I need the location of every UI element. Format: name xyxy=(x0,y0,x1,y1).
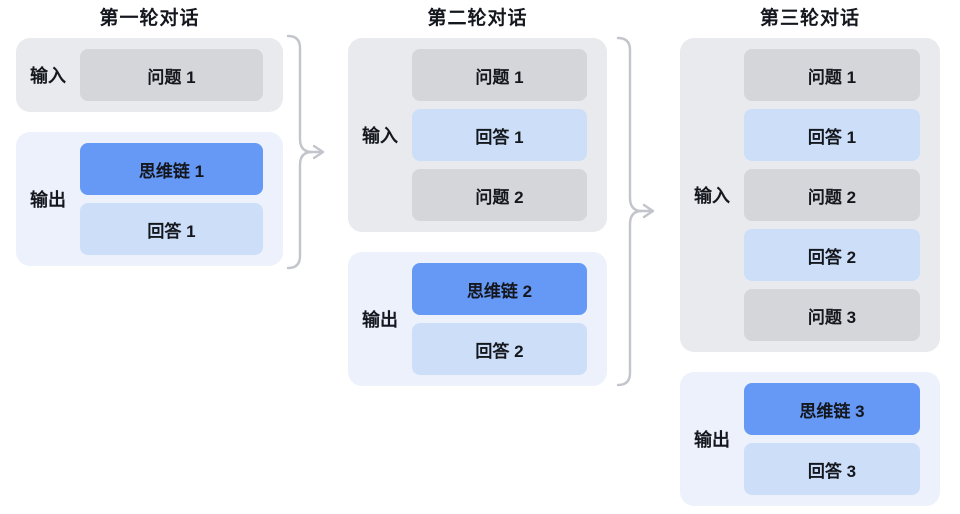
round-1-output-boxes: 思维链 1 回答 1 xyxy=(80,143,263,255)
round-2-column: 第二轮对话 输入 问题 1 回答 1 问题 2 输出 思维链 2 回答 2 xyxy=(348,8,607,386)
round-3-input-boxes: 问题 1 回答 1 问题 2 回答 2 问题 3 xyxy=(744,49,920,341)
round-3-output-panel: 输出 思维链 3 回答 3 xyxy=(680,372,940,506)
round-3-column: 第三轮对话 输入 问题 1 回答 1 问题 2 回答 2 问题 3 输出 思维链… xyxy=(680,8,940,506)
round-2-input-panel: 输入 问题 1 回答 1 问题 2 xyxy=(348,38,607,232)
answer-box: 回答 1 xyxy=(744,109,920,161)
round-1-input-boxes: 问题 1 xyxy=(80,49,263,101)
answer-box: 回答 3 xyxy=(744,443,920,495)
round-2-input-boxes: 问题 1 回答 1 问题 2 xyxy=(412,49,587,221)
round-1-input-panel: 输入 问题 1 xyxy=(16,38,283,112)
question-box: 问题 3 xyxy=(744,289,920,341)
round-1-column: 第一轮对话 输入 问题 1 输出 思维链 1 回答 1 xyxy=(16,8,283,266)
question-box: 问题 1 xyxy=(744,49,920,101)
round-2-output-boxes: 思维链 2 回答 2 xyxy=(412,263,587,375)
question-box: 问题 1 xyxy=(80,49,263,101)
question-box: 问题 1 xyxy=(412,49,587,101)
chain-of-thought-box: 思维链 1 xyxy=(80,143,263,195)
round-2-output-panel: 输出 思维链 2 回答 2 xyxy=(348,252,607,386)
output-label: 输出 xyxy=(30,190,66,210)
round-1-title: 第一轮对话 xyxy=(99,8,200,29)
answer-box: 回答 2 xyxy=(744,229,920,281)
round-3-output-boxes: 思维链 3 回答 3 xyxy=(744,383,920,495)
input-label: 输入 xyxy=(694,186,730,206)
input-label: 输入 xyxy=(362,126,398,146)
chain-of-thought-box: 思维链 3 xyxy=(744,383,920,435)
output-label: 输出 xyxy=(694,430,730,450)
input-label: 输入 xyxy=(30,66,66,86)
round-3-title: 第三轮对话 xyxy=(759,8,860,29)
answer-box: 回答 1 xyxy=(80,203,263,255)
answer-box: 回答 1 xyxy=(412,109,587,161)
output-label: 输出 xyxy=(362,310,398,330)
round-3-input-panel: 输入 问题 1 回答 1 问题 2 回答 2 问题 3 xyxy=(680,38,940,352)
round-1-output-panel: 输出 思维链 1 回答 1 xyxy=(16,132,283,266)
chain-of-thought-box: 思维链 2 xyxy=(412,263,587,315)
round-2-title: 第二轮对话 xyxy=(427,8,528,29)
question-box: 问题 2 xyxy=(744,169,920,221)
brace-arrow-round1-to-round2-icon xyxy=(286,34,325,270)
answer-box: 回答 2 xyxy=(412,323,587,375)
brace-arrow-round2-to-round3-icon xyxy=(616,36,655,387)
question-box: 问题 2 xyxy=(412,169,587,221)
